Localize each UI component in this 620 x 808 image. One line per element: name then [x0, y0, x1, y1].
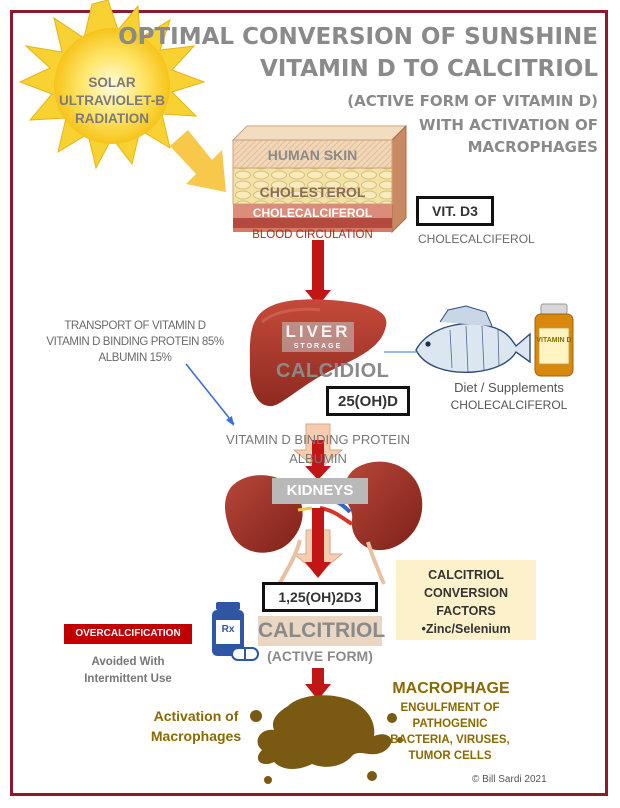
overcalcification-label: OVERCALCIFICATION: [64, 624, 192, 644]
arrow-skin-to-liver: [305, 240, 331, 306]
arrow-liver-to-kidneys: [305, 440, 331, 480]
title-line-3: (ACTIVE FORM OF VITAMIN D): [347, 92, 598, 110]
factors-line-1: CALCITRIOL: [428, 568, 504, 582]
cholecalciferol-skin-label: CHOLECALCIFEROL: [252, 206, 373, 220]
activation-text: Activation of Macrophages: [136, 706, 256, 746]
rx-bottle-icon: [212, 602, 259, 661]
factors-line-3: FACTORS: [436, 604, 496, 618]
cholesterol-label: CHOLESTEROL: [259, 184, 366, 200]
uvb-arrow: [170, 130, 226, 192]
sun-label-line-3: RADIATION: [75, 111, 149, 126]
diet-line-2: CHOLECALCIFEROL: [450, 398, 568, 412]
macrophage-title: MACROPHAGE: [392, 680, 510, 697]
factors-line-2: CONVERSION: [423, 586, 509, 600]
skin-block-icon: [231, 124, 408, 234]
human-skin-label: HUMAN SKIN: [267, 147, 358, 163]
macrophage-line-1: ENGULFMENT OF: [400, 702, 500, 714]
binding-line-2: ALBUMIN: [289, 451, 347, 466]
macrophage-line-4: TUMOR CELLS: [408, 750, 492, 762]
vitamin-bottle-icon: [534, 303, 574, 377]
active-form-label: (ACTIVE FORM): [267, 648, 373, 664]
arrow-calcitriol-to-macrophage: [305, 668, 331, 700]
transport-arrow: [185, 363, 235, 426]
calcitriol-name: CALCITRIOL: [258, 616, 385, 646]
overcalc-line-2: Intermittent Use: [84, 673, 172, 685]
kidneys-label: KIDNEYS: [272, 478, 368, 504]
bottle-label: VITAMIN D: [536, 337, 572, 344]
macrophage-icon: [250, 695, 403, 784]
conversion-factors-box: CALCITRIOL CONVERSION FACTORS •Zinc/Sele…: [396, 560, 536, 640]
liver-label: LIVER: [285, 322, 351, 341]
title-line-1: OPTIMAL CONVERSION OF SUNSHINE: [118, 24, 598, 50]
activation-line-1: Activation of: [153, 708, 239, 724]
factors-line-4: •Zinc/Selenium: [421, 622, 511, 636]
arrow-kidneys-to-calcitriol: [305, 508, 331, 578]
overcalc-line-1: Avoided With: [91, 656, 165, 668]
sun-icon: [18, 0, 206, 170]
storage-label: STORAGE: [293, 343, 343, 350]
blood-circulation-label: BLOOD CIRCULATION: [252, 229, 373, 241]
title-line-4: WITH ACTIVATION OF: [419, 116, 598, 134]
vit-d3-box: VIT. D3: [416, 196, 494, 226]
rx-label: Rx: [221, 624, 235, 635]
transport-line-3: ALBUMIN 15%: [98, 352, 172, 364]
border-frame: [10, 10, 608, 796]
sun-label-line-1: SOLAR: [88, 75, 136, 90]
transport-text: TRANSPORT OF VITAMIN D VITAMIN D BINDING…: [40, 318, 230, 366]
sun-label: SOLAR ULTRAVIOLET-B RADIATION: [56, 74, 168, 128]
overcalc-note: Avoided With Intermittent Use: [58, 654, 198, 688]
calcitriol-formula-box: 1,25(OH)2D3: [262, 582, 378, 612]
liver-label-box: LIVER: [282, 322, 354, 352]
macrophage-line-2: PATHOGENIC: [412, 718, 488, 730]
25ohd-box: 25(OH)D: [326, 386, 410, 416]
credit: © Bill Sardi 2021: [472, 774, 547, 785]
macrophage-desc: ENGULFMENT OF PATHOGENIC BACTERIA, VIRUS…: [380, 700, 520, 764]
diet-line-1: Diet / Supplements: [454, 380, 564, 395]
fish-icon: [415, 305, 531, 373]
activation-line-2: Macrophages: [150, 728, 242, 744]
binding-line-1: VITAMIN D BINDING PROTEIN: [226, 432, 410, 447]
transport-line-1: TRANSPORT OF VITAMIN D: [64, 320, 206, 332]
title-line-5: MACROPHAGES: [467, 138, 598, 156]
calcidiol-label: CALCIDIOL: [276, 360, 390, 382]
transport-line-2: VITAMIN D BINDING PROTEIN 85%: [46, 336, 224, 348]
vit-d3-caption: CHOLECALCIFEROL: [418, 232, 535, 246]
title-line-2: VITAMIN D TO CALCITRIOL: [259, 56, 598, 82]
sun-label-line-2: ULTRAVIOLET-B: [59, 93, 165, 108]
macrophage-line-3: BACTERIA, VIRUSES,: [390, 734, 510, 746]
